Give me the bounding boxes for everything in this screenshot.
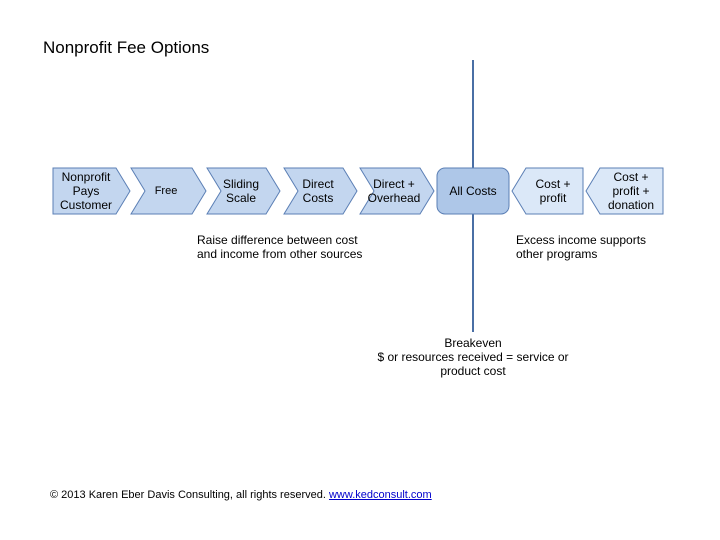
page-title: Nonprofit Fee Options	[43, 38, 210, 57]
shape-label-free: Free	[154, 185, 178, 197]
website-link[interactable]: www.kedconsult.com	[328, 489, 432, 501]
shape-label-cost-profit-donation: Cost + profit + donation	[607, 170, 655, 212]
chevron-nonprofit-pays-customer	[52, 167, 131, 215]
chevron-direct-costs	[283, 167, 358, 215]
footer: © 2013 Karen Eber Davis Consulting, all …	[50, 489, 432, 501]
chevron-direct-overhead	[359, 167, 435, 215]
chevron-cost-profit	[511, 167, 584, 215]
shape-label-nonprofit-pays-customer: Nonprofit Pays Customer	[59, 170, 112, 212]
note-breakeven: Breakeven $ or resources received = serv…	[377, 336, 569, 378]
note-raise-difference: Raise difference between cost and income…	[197, 233, 363, 261]
copyright-text: © 2013 Karen Eber Davis Consulting, all …	[50, 489, 326, 501]
all-costs-box	[436, 167, 510, 215]
shape-label-cost-profit: Cost + profit	[535, 177, 571, 205]
chevron-sliding-scale	[206, 167, 281, 215]
chevron-free	[130, 167, 207, 215]
note-excess-income: Excess income supports other programs	[516, 233, 647, 261]
shape-label-direct-overhead: Direct + Overhead	[367, 177, 421, 205]
chevron-cost-profit-donation	[585, 167, 664, 215]
shape-label-sliding-scale: Sliding Scale	[222, 177, 260, 205]
shape-label-direct-costs: Direct Costs	[302, 177, 334, 205]
shape-label-all-costs: All Costs	[449, 184, 497, 198]
